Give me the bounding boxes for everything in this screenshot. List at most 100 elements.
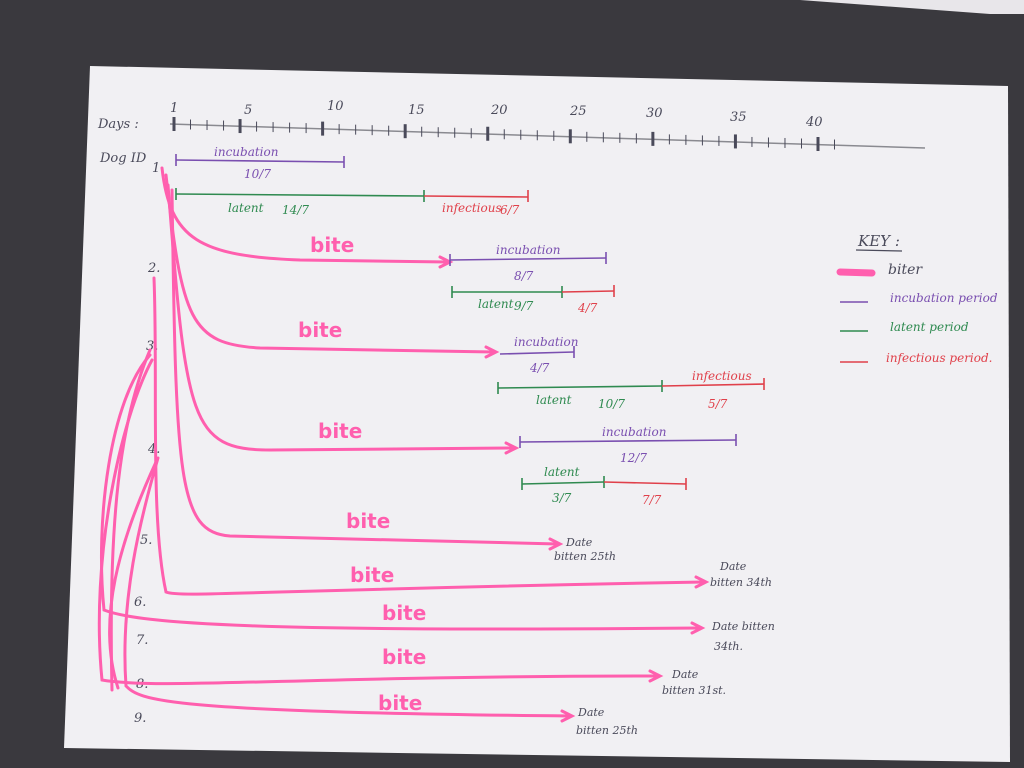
arrow-head	[560, 709, 576, 723]
latent-bar	[521, 481, 605, 485]
infectious-bar	[423, 195, 529, 198]
bite-labels: bite bite bite bite bite bite bite bite	[298, 233, 426, 715]
bite-arrow-3-to-8	[97, 358, 660, 686]
bite-arrow-1-to-5	[170, 188, 560, 546]
incubation-bar	[449, 257, 607, 261]
axis-line	[169, 123, 926, 149]
date-note-7: 34th.	[714, 640, 743, 653]
dog-1-periods: incubation 10/7 latent 14/7 infectious 6…	[175, 145, 529, 217]
date-notes: Date bitten 25th Date bitten 34th Date b…	[554, 536, 775, 737]
bite-arrow-2-to-6	[152, 276, 706, 596]
dog-id-9: 9.	[134, 711, 146, 726]
dog-id-2: 2.	[147, 261, 160, 276]
infectious-label: infectious	[692, 369, 752, 383]
date-note-7: Date bitten	[711, 620, 775, 633]
incubation-bar	[175, 159, 345, 163]
bite-label: bite	[346, 509, 390, 533]
bite-arrow-4-to-9	[123, 456, 572, 718]
date-note-5: Date	[565, 536, 593, 549]
incubation-label: incubation	[214, 145, 278, 159]
latent-value: 10/7	[598, 397, 625, 411]
date-note-8: bitten 31st.	[662, 684, 726, 697]
bite-trace	[108, 460, 158, 690]
dog-2-periods: incubation 8/7 latent 9/7 4/7	[449, 243, 615, 315]
tick-label: 35	[730, 110, 747, 125]
date-note-8: Date	[671, 668, 699, 681]
incubation-value: 10/7	[244, 167, 271, 181]
latent-value: 9/7	[514, 299, 534, 313]
date-note-9: Date	[577, 706, 605, 719]
day-axis: Days : 1 5 10 15 20 25 30 35 40	[97, 99, 926, 151]
legend-label-incubation: incubation period	[890, 291, 998, 305]
arrow-head	[648, 669, 664, 683]
date-note-5: bitten 25th	[554, 550, 616, 563]
legend-title: KEY :	[857, 232, 900, 250]
legend-title-underline	[855, 249, 903, 252]
transmission-arrows	[97, 166, 710, 723]
incubation-value: 4/7	[529, 361, 550, 375]
infectious-value: 4/7	[577, 301, 598, 315]
tick-label: 15	[408, 103, 425, 118]
tick-label: 5	[244, 103, 252, 118]
legend-swatch-biter	[836, 268, 876, 277]
dog-id-4: 4.	[147, 442, 160, 457]
incubation-label: incubation	[496, 243, 560, 257]
incubation-bar	[499, 351, 575, 355]
arrow-head	[690, 621, 706, 635]
bite-label: bite	[382, 645, 426, 669]
latent-bar	[497, 385, 663, 389]
date-note-6: bitten 34th	[710, 576, 772, 589]
axis-label: Days :	[97, 117, 139, 132]
arrow-head	[548, 537, 564, 551]
axis-ticks	[172, 117, 836, 151]
bite-label: bite	[298, 318, 342, 342]
bite-label: bite	[310, 233, 354, 257]
bite-label: bite	[378, 691, 422, 715]
infectious-bar	[661, 383, 765, 387]
arrow-head	[484, 345, 500, 359]
incubation-value: 12/7	[620, 451, 647, 465]
paper-corner	[800, 0, 1024, 14]
paper-sheet	[64, 66, 1010, 762]
legend-label-infectious: infectious period.	[886, 351, 993, 365]
incubation-label: incubation	[602, 425, 666, 439]
tick-label: 40	[805, 115, 823, 130]
infectious-value: 5/7	[708, 397, 728, 411]
bite-label: bite	[382, 601, 426, 625]
infectious-bar	[561, 290, 615, 293]
bite-arrow-1-to-4	[166, 183, 516, 452]
latent-label: latent	[478, 297, 514, 311]
dog-4-periods: incubation 12/7 latent 3/7 7/7	[519, 425, 737, 507]
tick-label: 1	[170, 101, 178, 116]
dog-id-6: 6.	[134, 595, 146, 610]
infectious-label: infectious	[442, 201, 502, 215]
dog-id-label: Dog ID	[99, 151, 147, 166]
dog-3-periods: incubation 4/7 latent 10/7 infectious 5/…	[497, 335, 765, 411]
bite-trace	[109, 348, 152, 692]
bite-arrow-3-to-7	[99, 353, 702, 631]
latent-value: 14/7	[282, 203, 309, 217]
latent-label: latent	[536, 393, 572, 407]
incubation-bar	[519, 439, 737, 443]
incubation-label: incubation	[514, 335, 578, 349]
tick-label: 25	[569, 104, 587, 119]
arrow-head	[504, 441, 520, 455]
tick-label: 30	[646, 106, 663, 121]
legend-label-latent: latent period	[890, 320, 969, 334]
legend: KEY : biter incubation period latent per…	[836, 232, 998, 365]
infectious-value: 7/7	[642, 493, 662, 507]
legend-label-biter: biter	[888, 262, 923, 278]
infectious-bar	[603, 481, 687, 485]
bite-arrow-1-to-2	[160, 166, 450, 264]
date-note-6: Date	[719, 560, 747, 573]
bite-label: bite	[318, 419, 362, 443]
dog-id-7: 7.	[136, 633, 148, 648]
infectious-value: 6/7	[500, 203, 520, 217]
dog-id-column: Dog ID 1. 2. 3. 4. 5. 6. 7. 8. 9.	[99, 151, 164, 726]
arrow-head	[694, 575, 710, 589]
tick-label: 10	[327, 99, 344, 114]
latent-value: 3/7	[552, 491, 572, 505]
axis-tick-labels: 1 5 10 15 20 25 30 35 40	[170, 99, 823, 130]
incubation-value: 8/7	[514, 269, 534, 283]
